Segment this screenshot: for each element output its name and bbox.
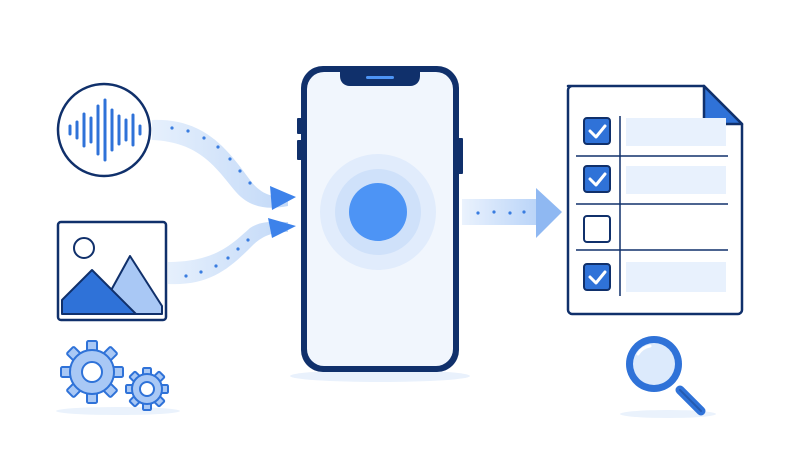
phone-speaker <box>366 76 394 79</box>
arrow-head-right <box>536 188 562 238</box>
flow-audio-to-phone <box>152 119 296 210</box>
checkmark-icon <box>588 270 607 285</box>
sun-circle <box>73 237 95 259</box>
checkmark-icon <box>588 124 607 139</box>
flow-image-to-phone <box>168 218 296 285</box>
checklist-grid <box>576 116 728 296</box>
checkbox-checked <box>583 165 611 193</box>
checklist-checkboxes <box>583 117 611 291</box>
gear-small <box>125 367 169 411</box>
mountain-front <box>61 269 137 315</box>
magnifier-shadow <box>620 410 716 418</box>
checkbox-checked <box>583 117 611 145</box>
pulse-button <box>320 154 436 270</box>
smartphone-icon <box>297 66 463 372</box>
phone-side-button-right <box>458 138 463 174</box>
phone-side-button-left-2 <box>297 140 302 160</box>
arrow-head-top <box>270 186 296 210</box>
arrow-head-bottom <box>268 218 296 238</box>
phone-shadow <box>290 370 470 382</box>
checklist-document-icon <box>566 84 744 316</box>
gears-icon <box>60 340 169 411</box>
checkbox-checked <box>583 263 611 291</box>
magnifier-icon <box>626 336 706 416</box>
image-icon <box>56 220 168 322</box>
gear-large <box>60 340 124 404</box>
gears-shadow <box>56 407 180 415</box>
checkbox-unchecked <box>583 215 611 243</box>
sound-wave-icon <box>56 82 152 178</box>
phone-side-button-left-1 <box>297 118 302 134</box>
checkmark-icon <box>588 172 607 187</box>
flow-phone-to-document <box>462 188 562 238</box>
checklist-row-fills <box>626 118 726 292</box>
